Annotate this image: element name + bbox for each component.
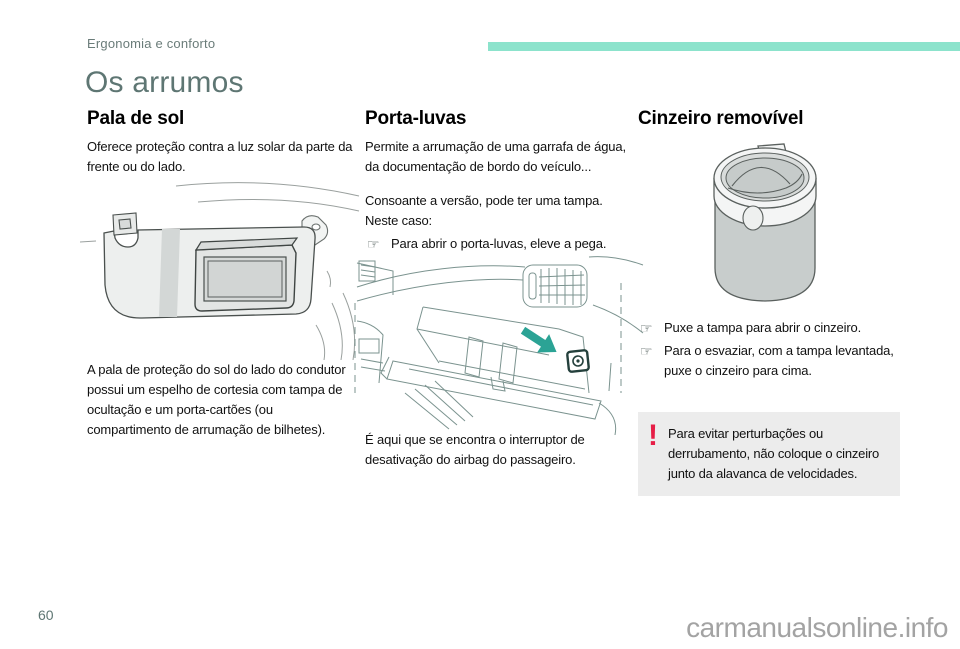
pointer-arrow: [520, 326, 557, 353]
ashtray-illustration: [713, 143, 817, 302]
sun-visor-caption: A pala de proteção do sol do lado do con…: [87, 362, 346, 438]
step-text: Puxe a tampa para abrir o cinzeiro.: [664, 320, 862, 335]
section-ashtray: Cinzeiro removível: [638, 108, 900, 137]
pointing-hand-icon: ☞: [367, 235, 380, 252]
page-number: 60: [38, 607, 54, 623]
ashtray-heading: Cinzeiro removível: [638, 108, 804, 129]
step-text: Para o esvaziar, com a tampa levantada, …: [664, 343, 894, 379]
warning-exclamation-icon: !: [648, 419, 658, 452]
sun-visor-intro: Oferece proteção contra a luz solar da p…: [87, 139, 353, 175]
glovebox-caption: É aqui que se encontra o interruptor de …: [365, 432, 585, 468]
page-title: Os arrumos: [85, 66, 244, 99]
section-glovebox: Porta-luvas Permite a arrumação de uma g…: [365, 108, 633, 255]
instruction-step: ☞ Para abrir o porta-luvas, eleve a pega…: [365, 234, 633, 255]
visor-clip: [112, 212, 138, 236]
accent-bar: [488, 42, 960, 51]
pillar-sketch-lines: [315, 270, 356, 360]
breadcrumb: Ergonomia e conforto: [87, 36, 216, 51]
ashtray-line-art: [713, 143, 817, 302]
ashtray-steps: ☞ Puxe a tampa para abrir o cinzeiro. ☞ …: [638, 316, 900, 381]
ashtray-button: [742, 205, 764, 231]
glovebox-intro: Permite a arrumação de uma garrafa de ág…: [365, 139, 626, 175]
watermark: carmanualsonline.info: [686, 612, 948, 643]
warning-text: Para evitar perturbações ou derrubamento…: [668, 426, 880, 482]
glovebox-illustration: [354, 256, 644, 435]
sun-visor-heading: Pala de sol: [87, 108, 185, 129]
vanity-mirror: [194, 237, 299, 312]
instruction-step: ☞ Puxe a tampa para abrir o cinzeiro.: [638, 318, 900, 339]
section-sun-visor: Pala de sol Oferece proteção contra a lu…: [87, 108, 355, 177]
glovebox-heading: Porta-luvas: [365, 108, 467, 129]
visor-fold-band: [159, 229, 180, 317]
airbag-switch-icon: [566, 349, 590, 373]
headliner-sketch-lines: [80, 182, 360, 243]
warning-box: ! Para evitar perturbações ou derrubamen…: [638, 412, 900, 497]
dashboard-line-art: [354, 256, 644, 435]
instruction-step: ☞ Para o esvaziar, com a tampa levantada…: [638, 341, 900, 381]
step-text: Para abrir o porta-luvas, eleve a pega.: [391, 235, 607, 251]
glovebox-variant-note: Consoante a versão, pode ter uma tampa. …: [365, 193, 603, 229]
sun-visor-illustration: [80, 182, 360, 360]
pointing-hand-icon: ☞: [640, 343, 653, 359]
spacer: [365, 177, 633, 191]
pointing-hand-icon: ☞: [640, 320, 653, 336]
